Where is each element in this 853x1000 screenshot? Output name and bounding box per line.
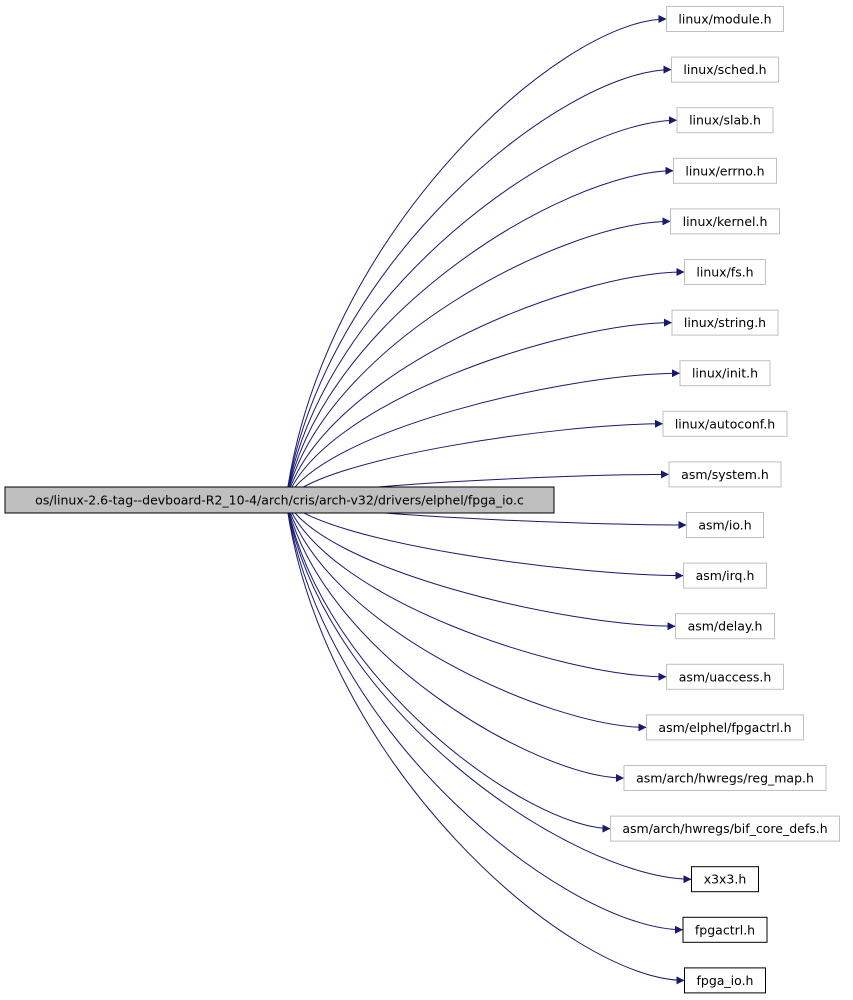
include-node-label: linux/errno.h xyxy=(685,163,764,178)
include-node-asm-elphel-fpgactrl-h: asm/elphel/fpgactrl.h xyxy=(646,714,804,741)
include-node-box xyxy=(684,967,766,994)
include-node-label: asm/uaccess.h xyxy=(679,669,772,684)
edge-to-x3x3-h xyxy=(285,499,692,884)
root-node-label: os/linux-2.6-tag--devboard-R2_10-4/arch/… xyxy=(35,493,524,508)
edge-to-asm-arch-hwregs-bif-core-defs-h xyxy=(285,499,611,833)
root-node-box xyxy=(4,486,555,514)
include-node-box xyxy=(670,208,780,235)
include-node-box xyxy=(675,613,775,640)
include-node-box xyxy=(662,410,788,437)
include-node-label: linux/slab.h xyxy=(689,113,761,128)
include-node-linux-autoconf-h: linux/autoconf.h xyxy=(662,410,788,437)
edge-to-linux-kernel-h xyxy=(285,217,671,501)
edge-to-linux-module-h xyxy=(285,15,667,501)
include-nodes: linux/module.h linux/sched.h linux/slab.h l… xyxy=(610,6,840,994)
include-node-asm-delay-h: asm/delay.h xyxy=(675,613,775,640)
include-node-fpga-io-h[interactable]: fpga_io.h xyxy=(684,967,766,994)
include-node-box xyxy=(673,157,777,184)
edge-to-fpgactrl-h xyxy=(285,499,684,934)
include-node-label: asm/elphel/fpgactrl.h xyxy=(658,720,791,735)
include-node-box xyxy=(666,663,784,690)
edge-to-linux-fs-h xyxy=(285,268,685,501)
include-node-linux-init-h: linux/init.h xyxy=(679,360,771,387)
include-node-fpgactrl-h[interactable]: fpgactrl.h xyxy=(682,916,768,943)
include-node-label: asm/irq.h xyxy=(696,568,755,583)
include-node-linux-module-h: linux/module.h xyxy=(666,6,784,32)
include-node-label: linux/init.h xyxy=(692,366,758,381)
edge-to-asm-uaccess-h xyxy=(285,499,667,681)
include-node-box xyxy=(671,56,779,83)
include-node-box xyxy=(684,259,766,285)
include-node-x3x3-h[interactable]: x3x3.h xyxy=(691,866,759,893)
include-node-box xyxy=(671,309,779,336)
edge-to-asm-elphel-fpgactrl-h xyxy=(285,499,647,732)
include-node-box xyxy=(676,107,774,134)
edge-to-linux-init-h xyxy=(285,369,681,501)
include-node-box xyxy=(679,360,771,387)
include-node-label: linux/sched.h xyxy=(683,62,766,77)
include-node-box xyxy=(646,714,804,741)
include-node-asm-arch-hwregs-bif-core-defs-h: asm/arch/hwregs/bif_core_defs.h xyxy=(610,815,840,842)
include-node-label: asm/delay.h xyxy=(688,619,763,634)
include-node-label: linux/kernel.h xyxy=(683,214,768,229)
edge-to-asm-arch-hwregs-reg-map-h xyxy=(285,499,625,782)
include-node-box xyxy=(668,461,782,488)
include-node-linux-kernel-h: linux/kernel.h xyxy=(670,208,780,235)
include-node-box xyxy=(691,866,759,893)
include-node-label: asm/arch/hwregs/reg_map.h xyxy=(636,771,814,786)
edge-to-linux-errno-h xyxy=(285,166,674,501)
edge-to-linux-slab-h xyxy=(285,116,678,501)
include-node-label: linux/string.h xyxy=(684,315,766,330)
include-node-box xyxy=(666,6,784,32)
include-node-label: asm/arch/hwregs/bif_core_defs.h xyxy=(622,821,827,836)
include-node-box xyxy=(683,562,767,589)
include-node-asm-io-h: asm/io.h xyxy=(686,512,764,538)
edge-to-linux-autoconf-h xyxy=(285,419,664,501)
include-node-linux-slab-h: linux/slab.h xyxy=(676,107,774,134)
include-node-label: asm/system.h xyxy=(681,467,769,482)
include-node-box xyxy=(682,916,768,943)
include-node-linux-sched-h: linux/sched.h xyxy=(671,56,779,83)
edge-to-fpga-io-h xyxy=(285,499,685,985)
include-node-label: linux/module.h xyxy=(678,12,771,27)
edge-to-asm-irq-h xyxy=(285,499,684,580)
include-node-label: asm/io.h xyxy=(698,518,751,533)
include-node-asm-uaccess-h: asm/uaccess.h xyxy=(666,663,784,690)
include-node-box xyxy=(610,815,840,842)
include-node-label: linux/autoconf.h xyxy=(675,416,775,431)
include-node-box xyxy=(623,765,827,791)
include-node-linux-errno-h: linux/errno.h xyxy=(673,157,777,184)
edge-to-linux-string-h xyxy=(285,318,673,501)
include-node-linux-string-h: linux/string.h xyxy=(671,309,779,336)
include-node-box xyxy=(686,512,764,538)
include-node-asm-arch-hwregs-reg-map-h: asm/arch/hwregs/reg_map.h xyxy=(623,765,827,791)
edge-to-linux-sched-h xyxy=(285,65,672,501)
root-node[interactable]: os/linux-2.6-tag--devboard-R2_10-4/arch/… xyxy=(4,486,555,514)
include-node-linux-fs-h: linux/fs.h xyxy=(684,259,766,285)
include-node-label: fpgactrl.h xyxy=(695,922,755,937)
include-node-asm-irq-h: asm/irq.h xyxy=(683,562,767,589)
edge-to-asm-delay-h xyxy=(285,499,676,631)
include-node-asm-system-h: asm/system.h xyxy=(668,461,782,488)
include-node-label: linux/fs.h xyxy=(696,265,753,280)
include-node-label: x3x3.h xyxy=(704,872,747,887)
include-node-label: fpga_io.h xyxy=(697,973,754,988)
